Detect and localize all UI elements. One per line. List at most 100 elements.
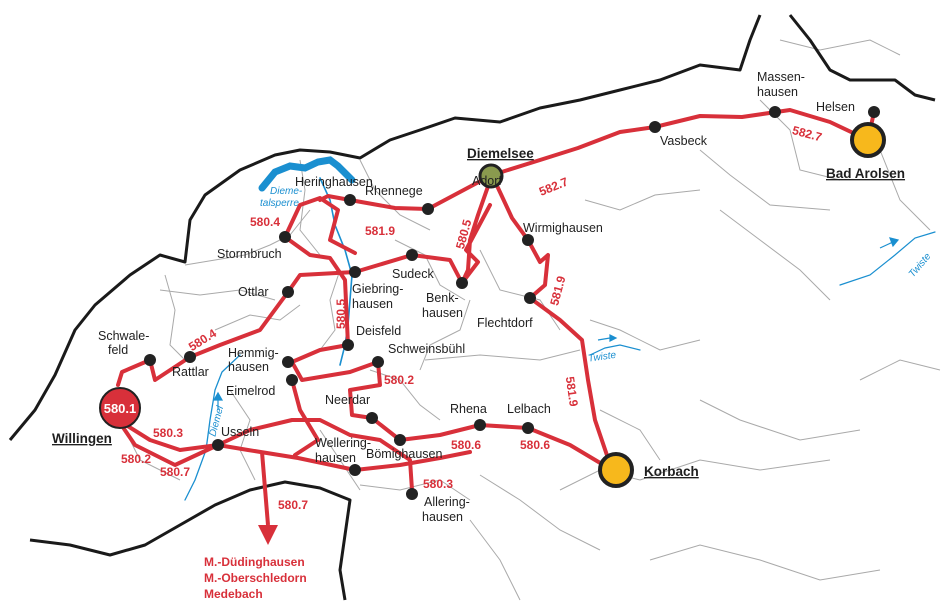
route-label: 580.7	[278, 498, 308, 512]
arrow-icon	[889, 237, 900, 248]
stop-schweinsbuehl	[372, 356, 384, 368]
hub-adorf	[478, 163, 504, 189]
stop-usseln	[212, 439, 224, 451]
stop-sudeck	[406, 249, 418, 261]
stop-massenhausen	[769, 106, 781, 118]
water-twiste-1: Twiste	[587, 350, 617, 365]
place-massenhausen-2: hausen	[757, 85, 798, 99]
diemel-river-south	[184, 354, 241, 501]
route-arrow-580-7	[260, 451, 270, 526]
arrow-icon	[609, 334, 618, 342]
place-rattlar: Rattlar	[172, 365, 209, 379]
route-label: 582.7	[791, 123, 824, 144]
place-usseln: Usseln	[221, 425, 259, 439]
stop-helsen	[868, 106, 880, 118]
place-flechtdorf: Flechtdorf	[477, 316, 533, 330]
place-heringhausen: Heringhausen	[295, 175, 373, 189]
place-helsen: Helsen	[816, 100, 855, 114]
stop-heringhausen	[344, 194, 356, 206]
place-alleringhausen-2: hausen	[422, 510, 463, 524]
water-arrows	[212, 237, 900, 410]
place-labels: Heringhausen Rhennege Adorf Vasbeck Mass…	[98, 70, 855, 524]
route-label: 580.6	[520, 438, 550, 452]
destination-list: M.-Düdinghausen M.-Oberschledorn Medebac…	[204, 555, 307, 601]
destination-item: M.-Düdinghausen	[204, 555, 305, 569]
stop-rhena	[474, 419, 486, 431]
place-hemmighausen-2: hausen	[228, 360, 269, 374]
twiste-river	[589, 344, 641, 356]
place-hemmighausen-1: Hemmig-	[228, 346, 279, 360]
place-giebringhausen-1: Giebring-	[352, 282, 403, 296]
destination-item: Medebach	[204, 587, 263, 601]
route-label: 580.4	[186, 326, 219, 354]
stop-neerdar	[366, 412, 378, 424]
route-label: 580.3	[423, 477, 453, 491]
municipality-boundaries	[119, 39, 941, 601]
arrow-down-icon	[258, 525, 278, 545]
place-vasbeck: Vasbeck	[660, 134, 708, 148]
water-diemeltalsperre-2: talsperre	[260, 198, 299, 209]
route-label: 581.9	[563, 376, 581, 408]
stop-hemmighausen	[282, 356, 294, 368]
route-line-580-3	[116, 418, 414, 492]
stop-wirmighausen	[522, 234, 534, 246]
stop-eimelrod	[286, 374, 298, 386]
stop-alleringhausen	[406, 488, 418, 500]
route-line-580-4-west	[283, 196, 357, 255]
route-line-580-5	[460, 173, 494, 285]
place-ottlar: Ottlar	[238, 285, 269, 299]
route-line-580-2	[348, 360, 382, 420]
water-twiste-2: Twiste	[907, 251, 934, 280]
stops	[144, 106, 880, 500]
place-schwalefeld-2: feld	[108, 343, 128, 357]
place-welleringhausen-2: hausen	[315, 451, 356, 465]
route-line-580-7	[116, 418, 472, 472]
stop-schwalefeld	[144, 354, 156, 366]
twiste-river-east	[839, 231, 936, 286]
place-boemighausen: Bömighausen	[366, 447, 442, 461]
place-benkhausen-1: Benk-	[426, 291, 459, 305]
place-welleringhausen-1: Wellering-	[315, 436, 371, 450]
place-schwalefeld-1: Schwale-	[98, 329, 149, 343]
stop-benkhausen	[456, 277, 468, 289]
place-sudeck: Sudeck	[392, 267, 434, 281]
stop-stormbruch	[279, 231, 291, 243]
town-diemelsee: Diemelsee	[467, 146, 534, 161]
hub-willingen	[99, 387, 141, 429]
route-label: 580.7	[160, 465, 190, 479]
route-label: 582.7	[537, 174, 570, 198]
place-rhennege: Rhennege	[365, 184, 423, 198]
stop-ottlar	[282, 286, 294, 298]
stop-vasbeck	[649, 121, 661, 133]
diemel-reservoir	[258, 156, 356, 192]
district-borders	[8, 14, 936, 601]
place-adorf: Adorf	[472, 174, 502, 188]
route-label: 580.5	[334, 299, 348, 329]
stop-welleringhausen	[349, 464, 361, 476]
route-label: 581.9	[365, 224, 395, 238]
town-labels: Diemelsee Bad Arolsen Korbach Willingen	[52, 146, 905, 479]
stop-giebringhausen	[349, 266, 361, 278]
town-korbach: Korbach	[644, 464, 699, 479]
town-willingen: Willingen	[52, 431, 112, 446]
water-diemeltalsperre-1: Dieme-	[270, 186, 303, 197]
place-lelbach: Lelbach	[507, 402, 551, 416]
place-eimelrod: Eimelrod	[226, 384, 275, 398]
stop-lelbach	[522, 422, 534, 434]
place-wirmighausen: Wirmighausen	[523, 221, 603, 235]
stop-boemighausen	[394, 434, 406, 446]
route-label: 580.4	[250, 215, 280, 229]
stop-rattlar	[184, 351, 196, 363]
route-label: 580.2	[384, 373, 414, 387]
town-bad-arolsen: Bad Arolsen	[826, 166, 905, 181]
place-rhena: Rhena	[450, 402, 487, 416]
place-deisfeld: Deisfeld	[356, 324, 401, 338]
place-stormbruch: Stormbruch	[217, 247, 282, 261]
stop-deisfeld	[342, 339, 354, 351]
route-label: 581.9	[547, 274, 568, 307]
route-label: 580.2	[121, 452, 151, 466]
hub-willingen-label: 580.1	[104, 401, 137, 416]
hub-korbach	[598, 452, 634, 488]
hub-bad-arolsen	[850, 122, 886, 158]
